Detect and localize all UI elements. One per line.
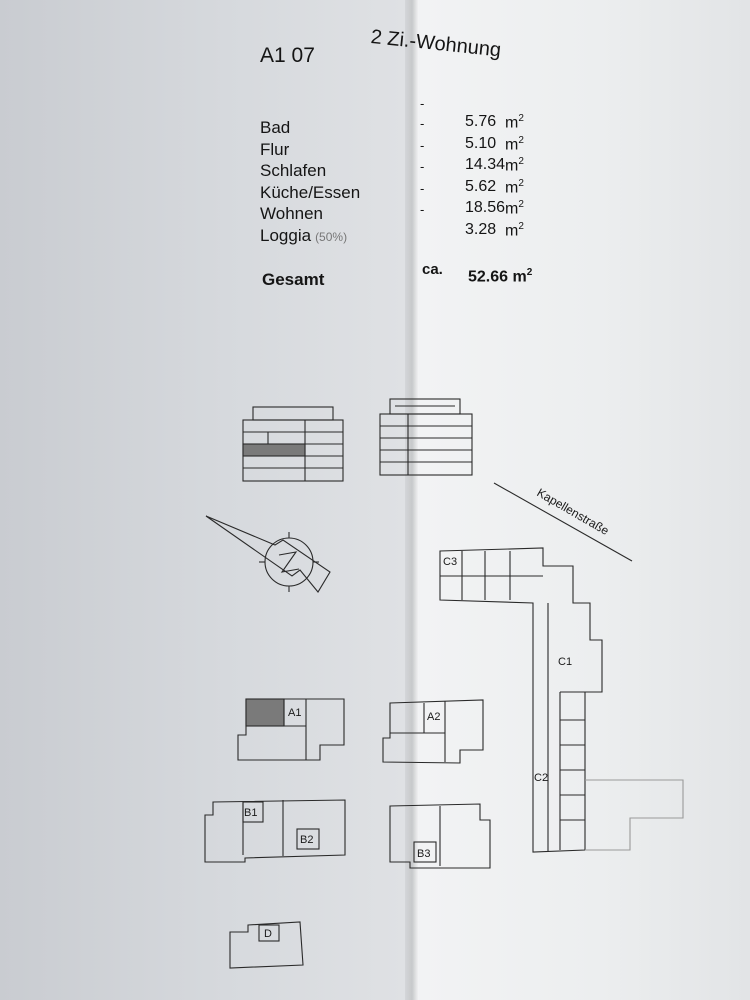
label-c1: C1 — [558, 656, 572, 668]
area-unit: m2 — [505, 113, 524, 132]
building-elevation-left — [242, 406, 344, 482]
room-row: Bad - 5.76 m2 — [260, 113, 560, 140]
room-area: 14.34 — [465, 156, 506, 173]
separator-dash: - — [420, 202, 425, 217]
building-c — [439, 547, 684, 853]
building-elevation-right — [379, 398, 473, 476]
building-b1-b2 — [204, 799, 346, 863]
separator-dash: - — [420, 137, 425, 153]
label-a2: A2 — [427, 711, 440, 723]
area-unit: m2 — [505, 177, 524, 196]
separator-dash: - — [420, 159, 425, 174]
area-unit: m2 — [505, 220, 524, 239]
room-row: Küche/Essen - 5.62 m2 — [260, 178, 560, 205]
label-b3: B3 — [417, 848, 430, 860]
room-name: Flur — [260, 139, 290, 159]
room-area-list: Bad - 5.76 m2 Flur - 5.10 m2 Schlafen - … — [260, 113, 560, 248]
street-label: Kapellenstraße — [535, 485, 612, 538]
room-row: Wohnen - 18.56 m2 — [260, 199, 560, 226]
label-c2: C2 — [534, 772, 548, 784]
label-a1: A1 — [288, 707, 301, 719]
building-a1 — [237, 698, 345, 761]
street-line — [493, 482, 633, 562]
total-prefix: ca. — [422, 261, 443, 278]
room-row: Loggia(50%) 3.28 m2 — [260, 221, 560, 248]
room-row: Schlafen - 14.34 m2 — [260, 156, 560, 183]
room-row: Flur - 5.10 m2 — [260, 135, 560, 162]
total-label: Gesamt — [262, 270, 325, 289]
separator-dash: - — [420, 180, 425, 196]
room-name: Bad — [260, 118, 291, 137]
room-area: 5.10 — [465, 134, 497, 152]
room-area: 5.76 — [465, 113, 497, 130]
room-area: 5.62 — [465, 177, 497, 195]
room-area: 18.56 — [465, 199, 506, 216]
area-unit: m2 — [505, 134, 524, 153]
building-b3 — [389, 803, 491, 869]
unit-number: A1 07 — [260, 44, 315, 67]
room-name: Küche/Essen — [260, 182, 361, 202]
room-area: 3.28 — [465, 220, 497, 238]
leading-dash: - — [420, 96, 425, 111]
compass-arrow-icon — [205, 515, 331, 593]
building-d — [229, 921, 304, 969]
total-area: 52.66 m2 — [468, 267, 533, 286]
highlighted-floor — [242, 443, 306, 457]
room-name: Wohnen — [260, 204, 324, 223]
highlighted-unit — [245, 698, 285, 727]
building-a2 — [382, 699, 484, 764]
room-name: Loggia(50%) — [260, 225, 348, 245]
label-b2: B2 — [300, 834, 313, 846]
room-name: Schlafen — [260, 161, 327, 180]
label-b1: B1 — [244, 807, 257, 819]
paper-fold — [405, 0, 419, 1000]
separator-dash: - — [420, 116, 425, 131]
area-unit: m2 — [505, 156, 524, 175]
area-unit: m2 — [505, 199, 524, 218]
label-c3: C3 — [443, 556, 457, 568]
label-d: D — [264, 928, 272, 940]
